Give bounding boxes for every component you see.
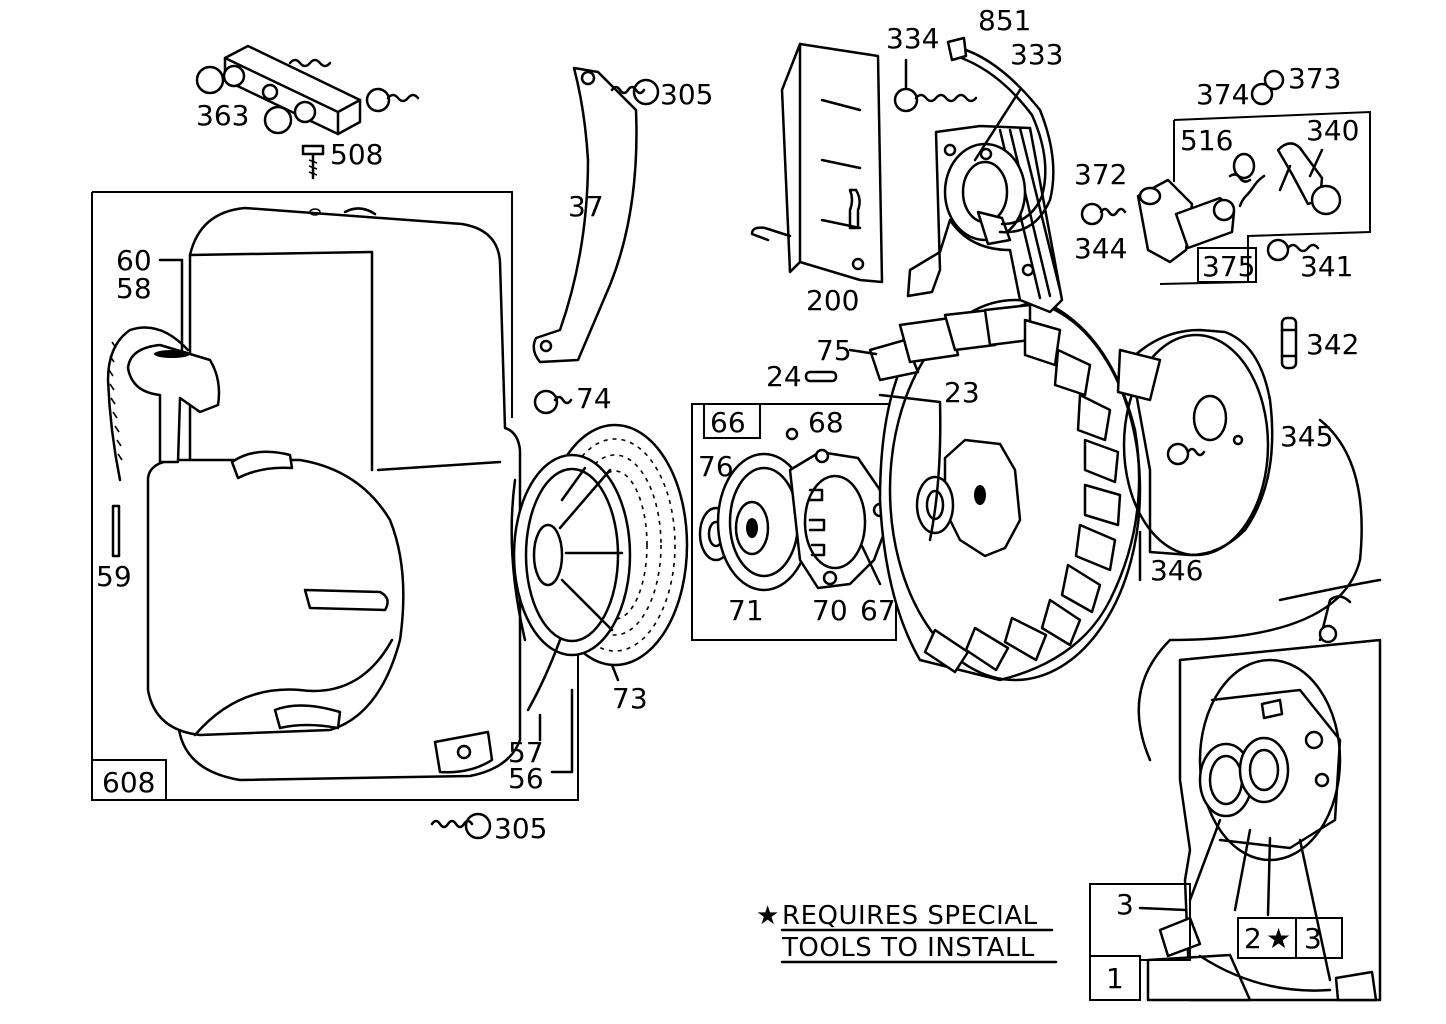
flywheel-23 (868, 298, 1142, 682)
label-star: ★ (1266, 922, 1291, 955)
screw-344 (1080, 202, 1127, 226)
starter-pulley (510, 453, 632, 657)
screw-341 (1266, 238, 1320, 262)
label-75: 75 (816, 334, 852, 367)
label-345: 345 (1280, 420, 1333, 453)
screw-334 (893, 87, 978, 113)
label-372: 372 (1074, 158, 1127, 191)
screw-305-bottom (430, 812, 492, 840)
nut-373-washer-374 (1250, 69, 1285, 106)
label-508: 508 (330, 138, 383, 171)
label-373: 373 (1288, 62, 1341, 95)
armature-333 (906, 124, 1064, 314)
label-58: 58 (116, 272, 152, 305)
label-60: 60 (116, 244, 152, 277)
label-608: 608 (102, 766, 155, 799)
leader-57-56 (538, 688, 574, 774)
label-23: 23 (944, 376, 980, 409)
label-346: 346 (1150, 554, 1203, 587)
leader-73 (610, 663, 620, 682)
label-851: 851 (978, 4, 1031, 37)
spark-plug-wire-851 (958, 46, 1055, 234)
leader-345-engine (1137, 418, 1363, 762)
label-37: 37 (568, 190, 604, 223)
starter-rope (526, 638, 562, 712)
label-305-top: 305 (660, 78, 713, 111)
label-70: 70 (812, 594, 848, 627)
spark-plug-wire-851-inner (954, 54, 1047, 226)
screw-508 (301, 144, 325, 180)
label-74: 74 (576, 382, 612, 415)
leader-333 (973, 88, 1022, 162)
note-star: ★ (756, 901, 780, 931)
starter-clutch-box (691, 403, 897, 641)
pin-59 (111, 504, 121, 558)
note-line-2: TOOLS TO INSTALL (781, 933, 1035, 963)
note-line-1: REQUIRES SPECIAL (782, 901, 1038, 931)
spacer-342 (1280, 316, 1298, 370)
label-68: 68 (808, 406, 844, 439)
leader-75 (848, 348, 878, 356)
plate-345 (1116, 328, 1274, 557)
label-340: 340 (1306, 114, 1359, 147)
blower-housing-box (91, 191, 579, 801)
wire-terminal (946, 36, 968, 62)
special-tools-note: ★ REQUIRES SPECIAL TOOLS TO INSTALL (756, 901, 1058, 964)
label-363: 363 (196, 99, 249, 132)
label-3-bottom: 3 (1304, 922, 1322, 955)
flywheel-key-24 (804, 370, 838, 383)
key-boxes (1089, 883, 1343, 1001)
label-342: 342 (1306, 328, 1359, 361)
label-344: 344 (1074, 232, 1127, 265)
label-516: 516 (1180, 124, 1233, 157)
label-2: 2 (1244, 922, 1262, 955)
label-3-top: 3 (1116, 888, 1134, 921)
bracket-assembly-363 (195, 44, 420, 136)
bracket-37 (532, 66, 638, 364)
brake-parts (1136, 142, 1342, 264)
label-67: 67 (860, 594, 896, 627)
label-341: 341 (1300, 250, 1353, 283)
label-24: 24 (766, 360, 802, 393)
brake-box-375 (1159, 110, 1371, 285)
leader-23 (878, 393, 942, 542)
part-labels: 363 508 305 37 60 58 59 608 305 74 57 56… (96, 4, 1359, 995)
blower-housing (106, 206, 522, 782)
label-305-bottom: 305 (494, 812, 547, 845)
label-56: 56 (508, 762, 544, 795)
label-200: 200 (806, 284, 859, 317)
screw-74 (533, 389, 573, 415)
label-334: 334 (886, 22, 939, 55)
screw-305-top (610, 78, 660, 106)
label-59: 59 (96, 560, 132, 593)
air-vane-200 (750, 42, 884, 284)
label-71: 71 (728, 594, 764, 627)
label-66: 66 (710, 406, 746, 439)
starter-clutch-parts (698, 427, 888, 592)
label-57: 57 (508, 736, 544, 769)
label-76: 76 (698, 450, 734, 483)
label-1: 1 (1106, 962, 1124, 995)
label-375: 375 (1202, 250, 1255, 283)
crankcase (1146, 578, 1382, 1002)
label-333: 333 (1010, 38, 1063, 71)
label-374: 374 (1196, 78, 1249, 111)
leader-60-58 (158, 258, 184, 352)
label-73: 73 (612, 682, 648, 715)
